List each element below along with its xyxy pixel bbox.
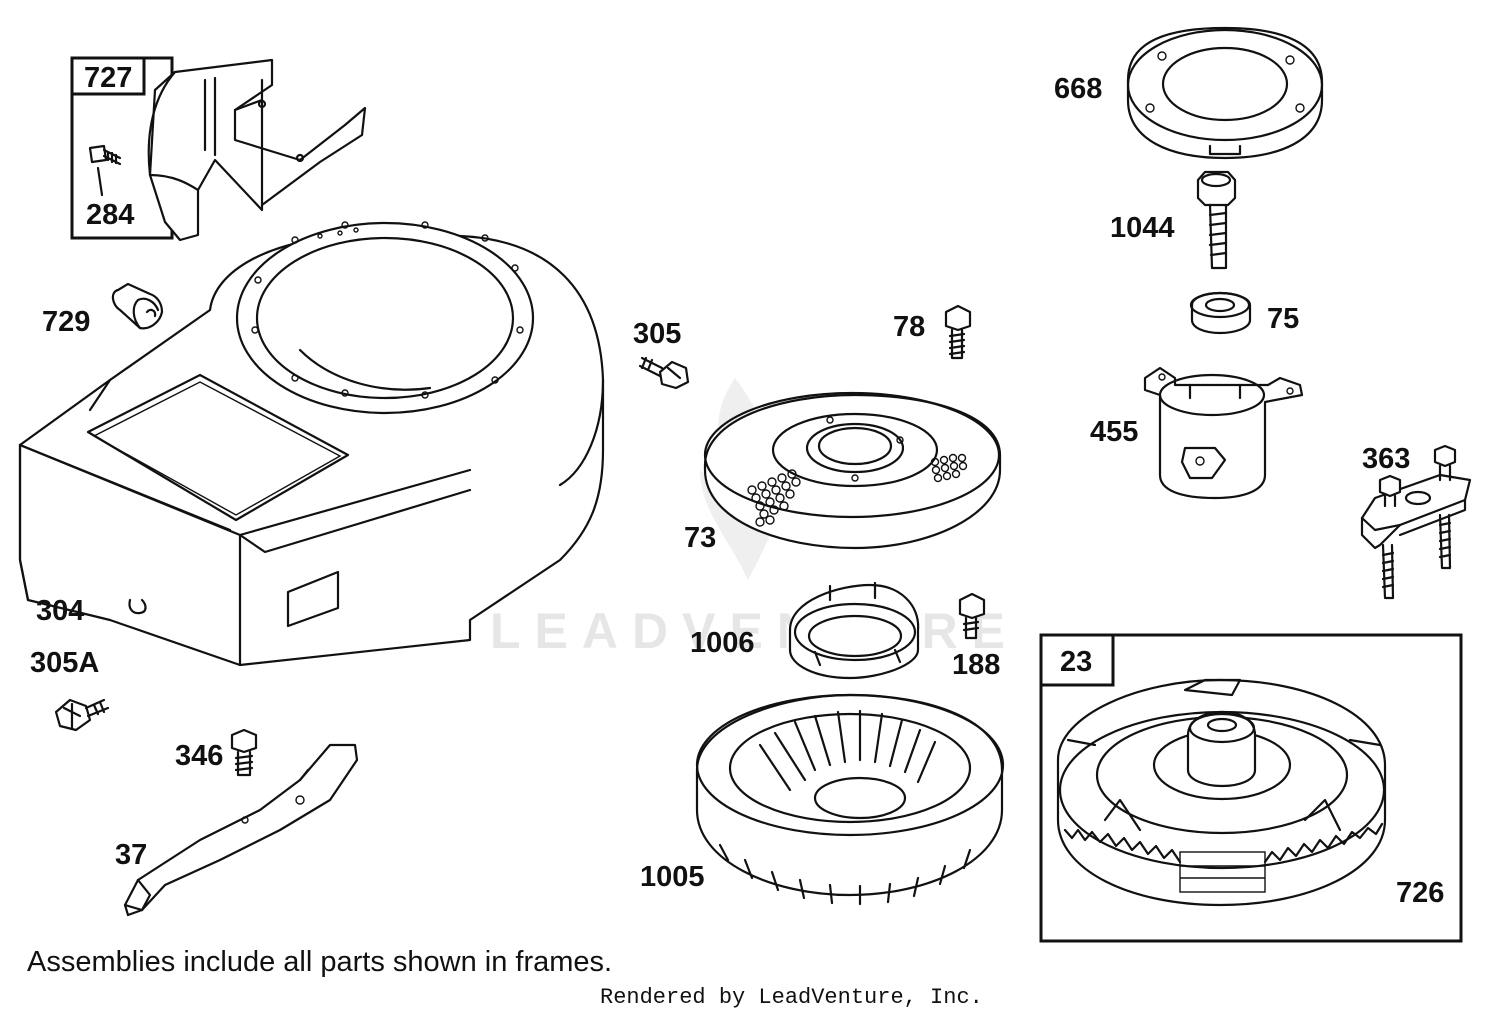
fan-blades bbox=[758, 709, 937, 792]
assemblies-note: Assemblies include all parts shown in fr… bbox=[27, 946, 613, 978]
stud-1044 bbox=[1196, 170, 1237, 270]
frame-23-border bbox=[1039, 633, 1463, 943]
flywheel-726 bbox=[1056, 678, 1387, 907]
label-726: 726 bbox=[1396, 877, 1444, 909]
screw-188 bbox=[958, 592, 986, 640]
label-75: 75 bbox=[1267, 303, 1299, 335]
label-305: 305 bbox=[633, 318, 681, 350]
screw-305 bbox=[638, 356, 690, 390]
starter-cup-1006 bbox=[788, 581, 920, 680]
screen-mesh-right bbox=[930, 453, 968, 483]
fan-fins bbox=[718, 843, 972, 906]
label-304: 304 bbox=[36, 595, 84, 627]
frame-23 bbox=[1039, 633, 1463, 943]
fan-1005 bbox=[695, 693, 1005, 906]
label-729: 729 bbox=[42, 306, 90, 338]
label-23: 23 bbox=[1060, 646, 1092, 678]
screen-mesh-left bbox=[747, 469, 801, 527]
label-1044: 1044 bbox=[1110, 212, 1175, 244]
screw-346 bbox=[230, 728, 258, 777]
label-1006: 1006 bbox=[690, 627, 755, 659]
air-guide-37 bbox=[123, 743, 359, 917]
air-guide-baffle bbox=[147, 58, 367, 242]
rotating-screen bbox=[703, 391, 1002, 550]
blower-housing bbox=[18, 221, 605, 667]
watermark-text: LEADVENTURE bbox=[490, 603, 1019, 659]
washer-75 bbox=[1189, 291, 1252, 335]
label-188: 188 bbox=[952, 649, 1000, 681]
label-346: 346 bbox=[175, 740, 223, 772]
label-455: 455 bbox=[1090, 416, 1138, 448]
label-1005: 1005 bbox=[640, 861, 705, 893]
part-labels: 727 284 729 304 305A 346 37 305 78 73 10… bbox=[30, 62, 1444, 909]
render-credit: Rendered by LeadVenture, Inc. bbox=[600, 985, 983, 1010]
plate-668 bbox=[1126, 26, 1324, 160]
starter-cup-455 bbox=[1143, 366, 1304, 500]
screw-78 bbox=[944, 304, 972, 360]
screw-284 bbox=[88, 144, 122, 197]
label-727: 727 bbox=[84, 62, 132, 94]
frame-727-tab bbox=[70, 56, 146, 96]
label-78: 78 bbox=[893, 311, 925, 343]
screw-305A bbox=[54, 698, 110, 732]
label-305A: 305A bbox=[30, 647, 99, 679]
label-73: 73 bbox=[684, 522, 716, 554]
bracket-363 bbox=[1360, 444, 1472, 600]
frame-23-tab bbox=[1039, 633, 1115, 687]
label-284: 284 bbox=[86, 199, 134, 231]
housing-bolt-holes bbox=[251, 221, 524, 399]
grommet-729 bbox=[111, 282, 164, 330]
label-668: 668 bbox=[1054, 73, 1102, 105]
label-363: 363 bbox=[1362, 443, 1410, 475]
label-37: 37 bbox=[115, 839, 147, 871]
